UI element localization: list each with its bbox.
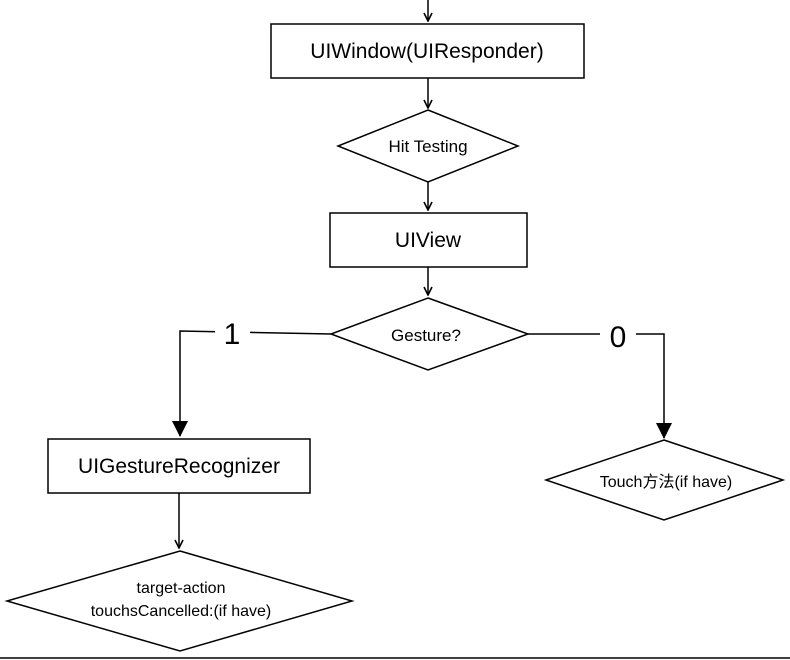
gesture-recognizer-node: UIGestureRecognizer [47, 438, 311, 494]
hit-testing-label: Hit Testing [388, 137, 467, 156]
branch-yes-label-bg [215, 315, 250, 351]
gesture-decision-node: Gesture? [328, 297, 531, 371]
uiwindow-label: UIWindow(UIResponder) [310, 40, 543, 63]
target-action-label-line1: target-action [137, 580, 226, 597]
gesture-recognizer-label: UIGestureRecognizer [78, 455, 280, 478]
uiview-label: UIView [395, 229, 462, 252]
branch-yes-label: 1 [224, 318, 241, 351]
touch-methods-label: Touch方法(if have) [600, 473, 733, 491]
gesture-decision-label: Gesture? [391, 326, 461, 345]
uiwindow-node: UIWindow(UIResponder) [270, 23, 585, 79]
branch-no-label-bg [600, 318, 636, 354]
target-action-label-line2: touchsCancelled:(if have) [91, 603, 272, 620]
touch-methods-node: Touch方法(if have) [543, 439, 786, 521]
target-action-node: target-action touchsCancelled:(if have) [4, 550, 355, 652]
uiview-node: UIView [329, 212, 528, 268]
hit-testing-node: Hit Testing [335, 109, 521, 183]
branch-no-line [528, 333, 672, 439]
branch-yes-line [172, 330, 332, 437]
branch-no-label: 0 [610, 321, 627, 354]
